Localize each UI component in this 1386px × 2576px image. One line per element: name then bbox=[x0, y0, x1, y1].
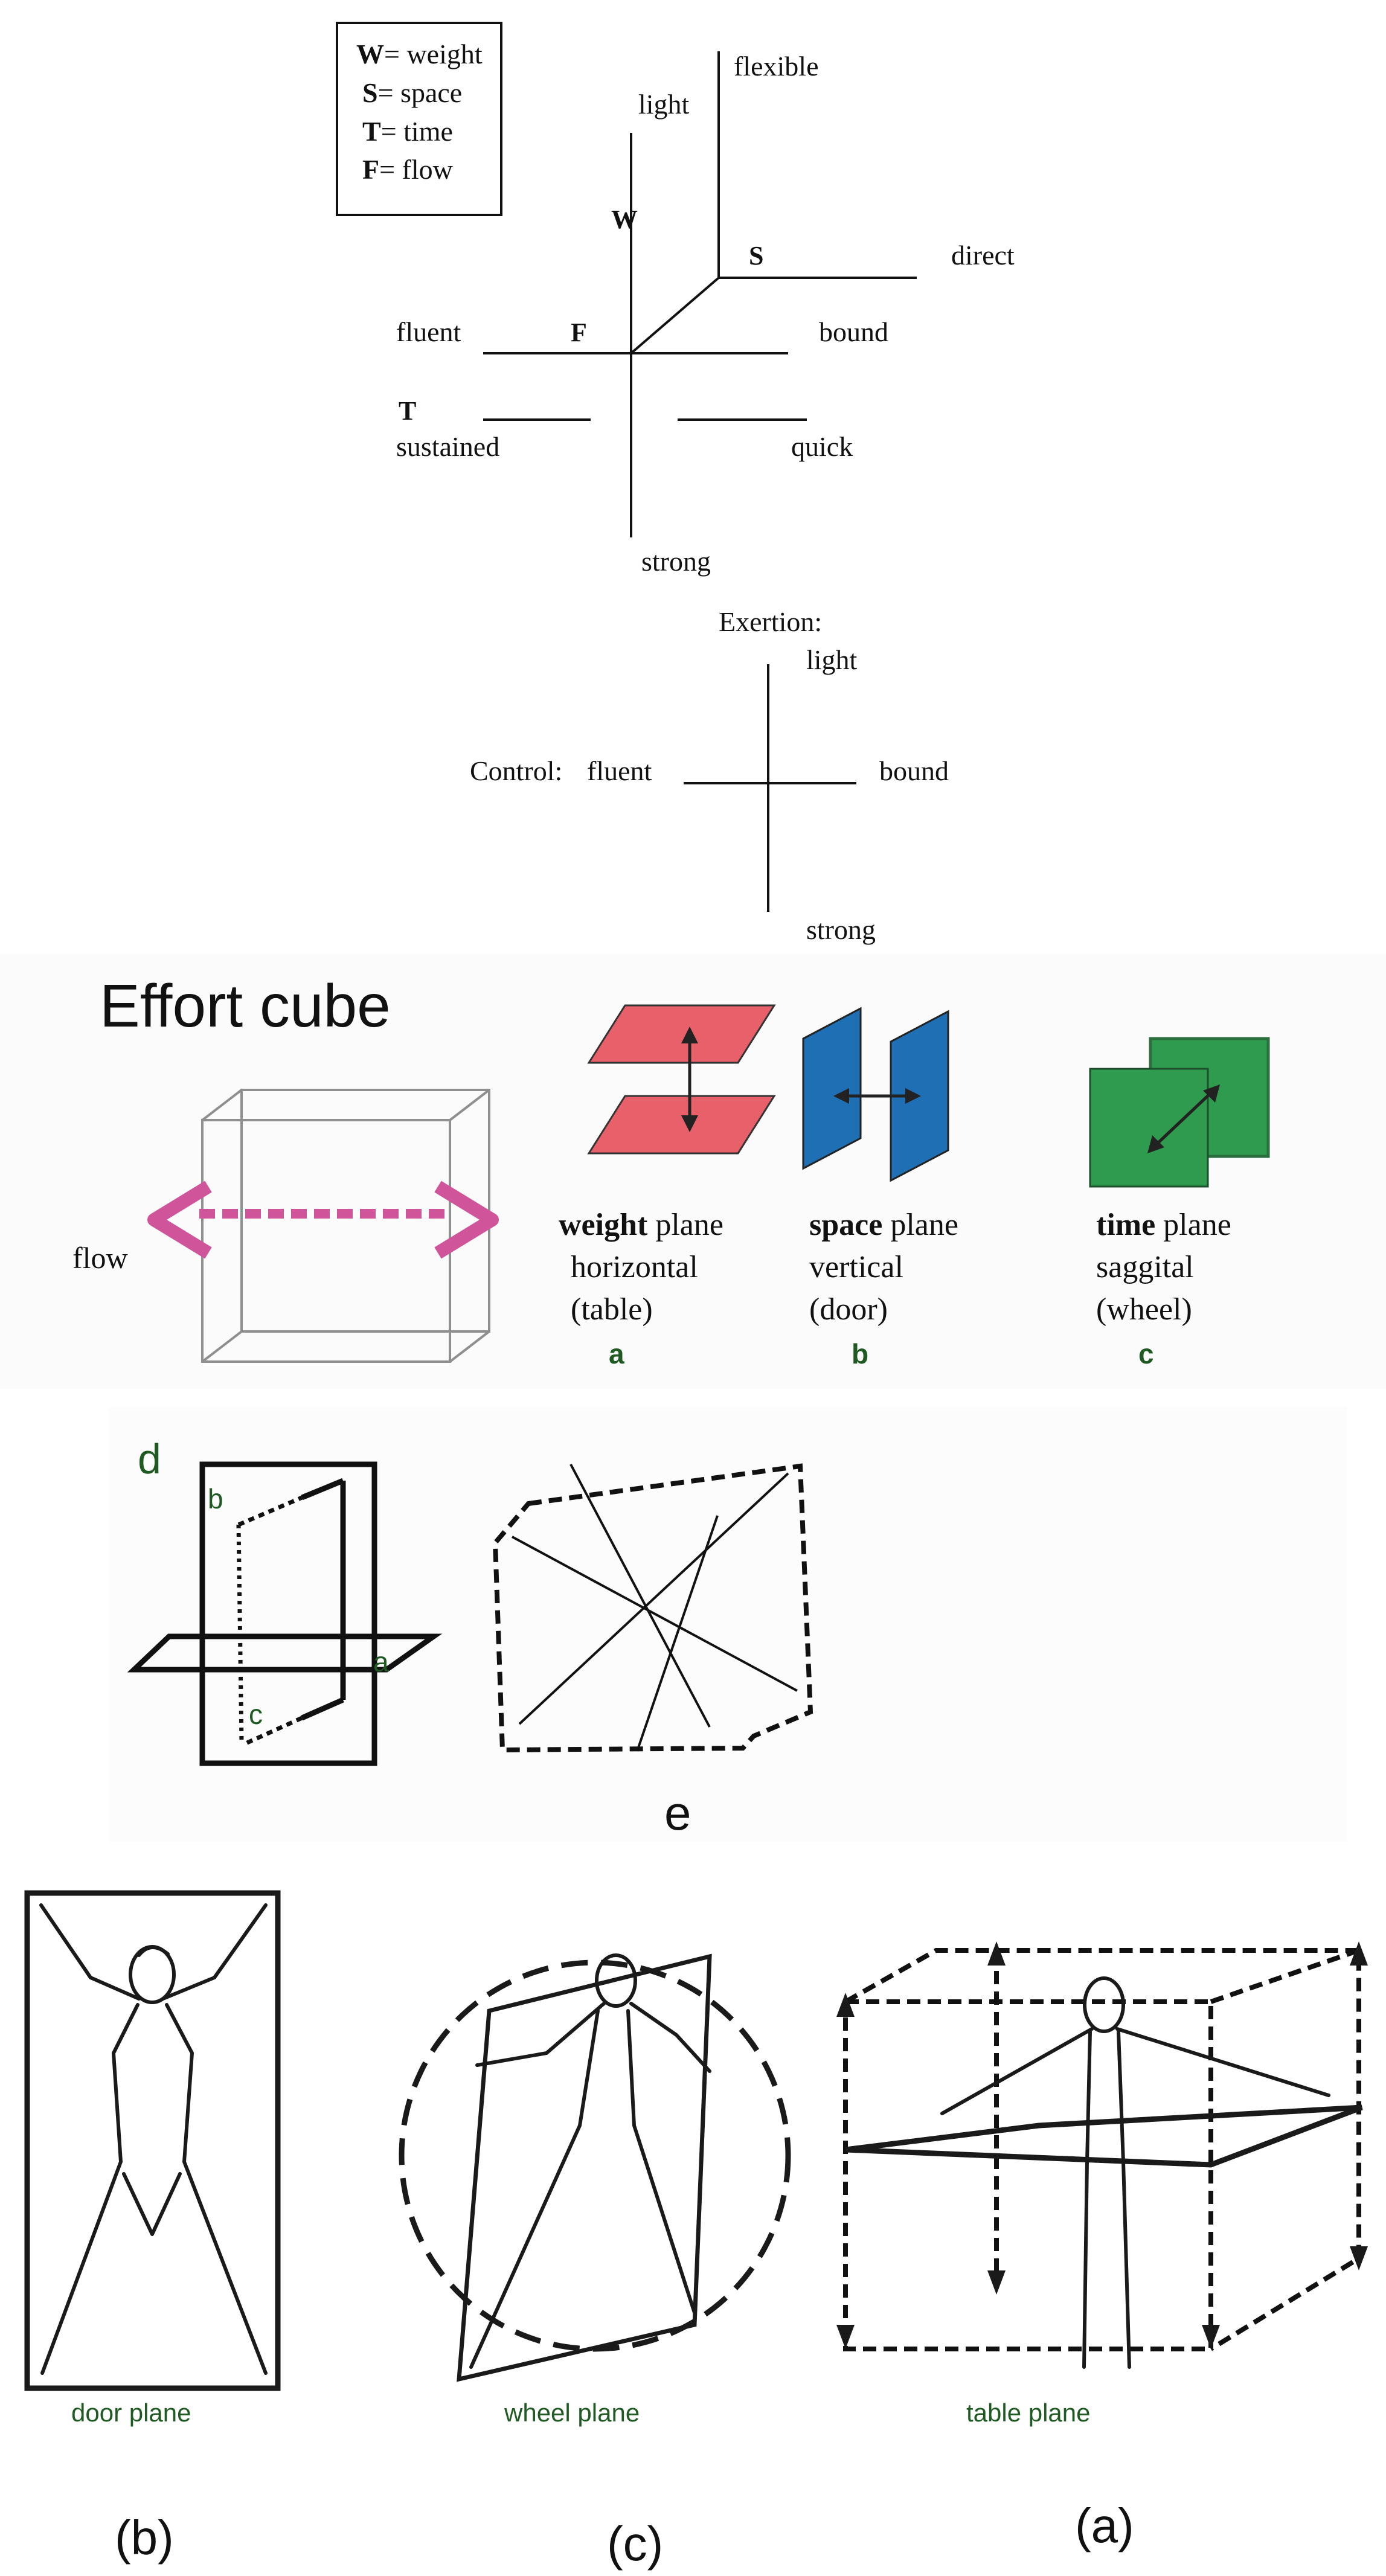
legend-line-flow: F= flow bbox=[362, 154, 454, 185]
label-b: b bbox=[208, 1483, 223, 1514]
axis-label-sustained: sustained bbox=[396, 431, 499, 462]
wheel-plane-caption: wheel plane bbox=[504, 2398, 640, 2427]
control-fluent-label: fluent bbox=[587, 755, 652, 786]
label-e: e bbox=[664, 1786, 691, 1840]
svg-text:b: b bbox=[852, 1338, 868, 1370]
svg-text:saggital: saggital bbox=[1096, 1250, 1194, 1284]
svg-text:space plane: space plane bbox=[809, 1208, 958, 1242]
table-plane-letter: (a) bbox=[1075, 2499, 1134, 2552]
plane-label-weight: weight plane horizontal (table) a bbox=[559, 1208, 723, 1370]
axis-label-direct: direct bbox=[951, 240, 1015, 271]
effort-cube-title: Effort cube bbox=[100, 972, 391, 1040]
legend-box: W= weight S= space T= time F= flow bbox=[336, 22, 502, 216]
weight-plane-icon bbox=[587, 1004, 776, 1155]
axis-label-light: light bbox=[638, 89, 690, 120]
svg-text:(wheel): (wheel) bbox=[1096, 1292, 1192, 1327]
axis-label-quick: quick bbox=[791, 431, 853, 462]
door-plane-figure: door plane (b) bbox=[24, 1890, 281, 2565]
effort-cube: flow bbox=[72, 1089, 499, 1363]
svg-text:(door): (door) bbox=[809, 1292, 888, 1327]
control-bound-label: bound bbox=[879, 755, 949, 786]
svg-text:time plane: time plane bbox=[1096, 1208, 1231, 1242]
label-c: c bbox=[249, 1699, 263, 1730]
svg-text:(table): (table) bbox=[571, 1292, 653, 1327]
diagonal-star-e: e bbox=[492, 1463, 813, 1840]
effort-axes-diagram: light flexible W S direct fluent F bound… bbox=[396, 51, 1015, 577]
wheel-plane-figure: wheel plane (c) bbox=[399, 1953, 791, 2571]
legend-line-weight: W= weight bbox=[356, 39, 483, 69]
axis-label-fluent: fluent bbox=[396, 316, 461, 347]
exertion-light-label: light bbox=[806, 644, 858, 675]
axis-letter-s: S bbox=[749, 241, 763, 271]
svg-text:vertical: vertical bbox=[809, 1250, 903, 1284]
axis-letter-f: F bbox=[571, 318, 587, 347]
plane-label-space: space plane vertical (door) b bbox=[809, 1208, 958, 1370]
time-plane-icon bbox=[1089, 1037, 1270, 1188]
svg-text:weight plane: weight plane bbox=[559, 1208, 723, 1242]
flow-arrow-left-icon bbox=[147, 1181, 212, 1259]
space-plane-icon bbox=[802, 1007, 949, 1182]
svg-text:a: a bbox=[609, 1338, 624, 1370]
axis-letter-t: T bbox=[399, 396, 416, 426]
svg-text:c: c bbox=[1138, 1338, 1154, 1370]
svg-text:horizontal: horizontal bbox=[571, 1250, 698, 1284]
exertion-strong-label: strong bbox=[806, 914, 876, 945]
door-plane-caption: door plane bbox=[71, 2398, 191, 2427]
plane-label-time: time plane saggital (wheel) c bbox=[1096, 1208, 1231, 1370]
axis-label-strong: strong bbox=[641, 546, 711, 577]
axis-letter-w: W bbox=[611, 205, 638, 234]
control-label: Control: bbox=[470, 755, 562, 786]
intersecting-planes-panel bbox=[109, 1407, 1347, 1842]
door-plane-letter: (b) bbox=[115, 2511, 174, 2565]
exertion-control-diagram: Exertion: light Control: fluent bound st… bbox=[470, 606, 949, 945]
label-d: d bbox=[138, 1435, 161, 1482]
wheel-plane-letter: (c) bbox=[607, 2517, 663, 2571]
table-plane-figure: table plane (a) bbox=[836, 1941, 1368, 2552]
table-plane-caption: table plane bbox=[966, 2398, 1091, 2427]
axis-label-flexible: flexible bbox=[734, 51, 819, 82]
exertion-label: Exertion: bbox=[719, 606, 822, 637]
legend-line-space: S= space bbox=[362, 77, 462, 108]
flow-label: flow bbox=[72, 1241, 128, 1275]
intersecting-planes-d: d b a c bbox=[127, 1435, 443, 1766]
legend-line-time: T= time bbox=[362, 116, 453, 147]
axis-label-bound: bound bbox=[819, 316, 888, 347]
flow-arrow-right-icon bbox=[434, 1181, 499, 1259]
label-a: a bbox=[373, 1646, 389, 1677]
